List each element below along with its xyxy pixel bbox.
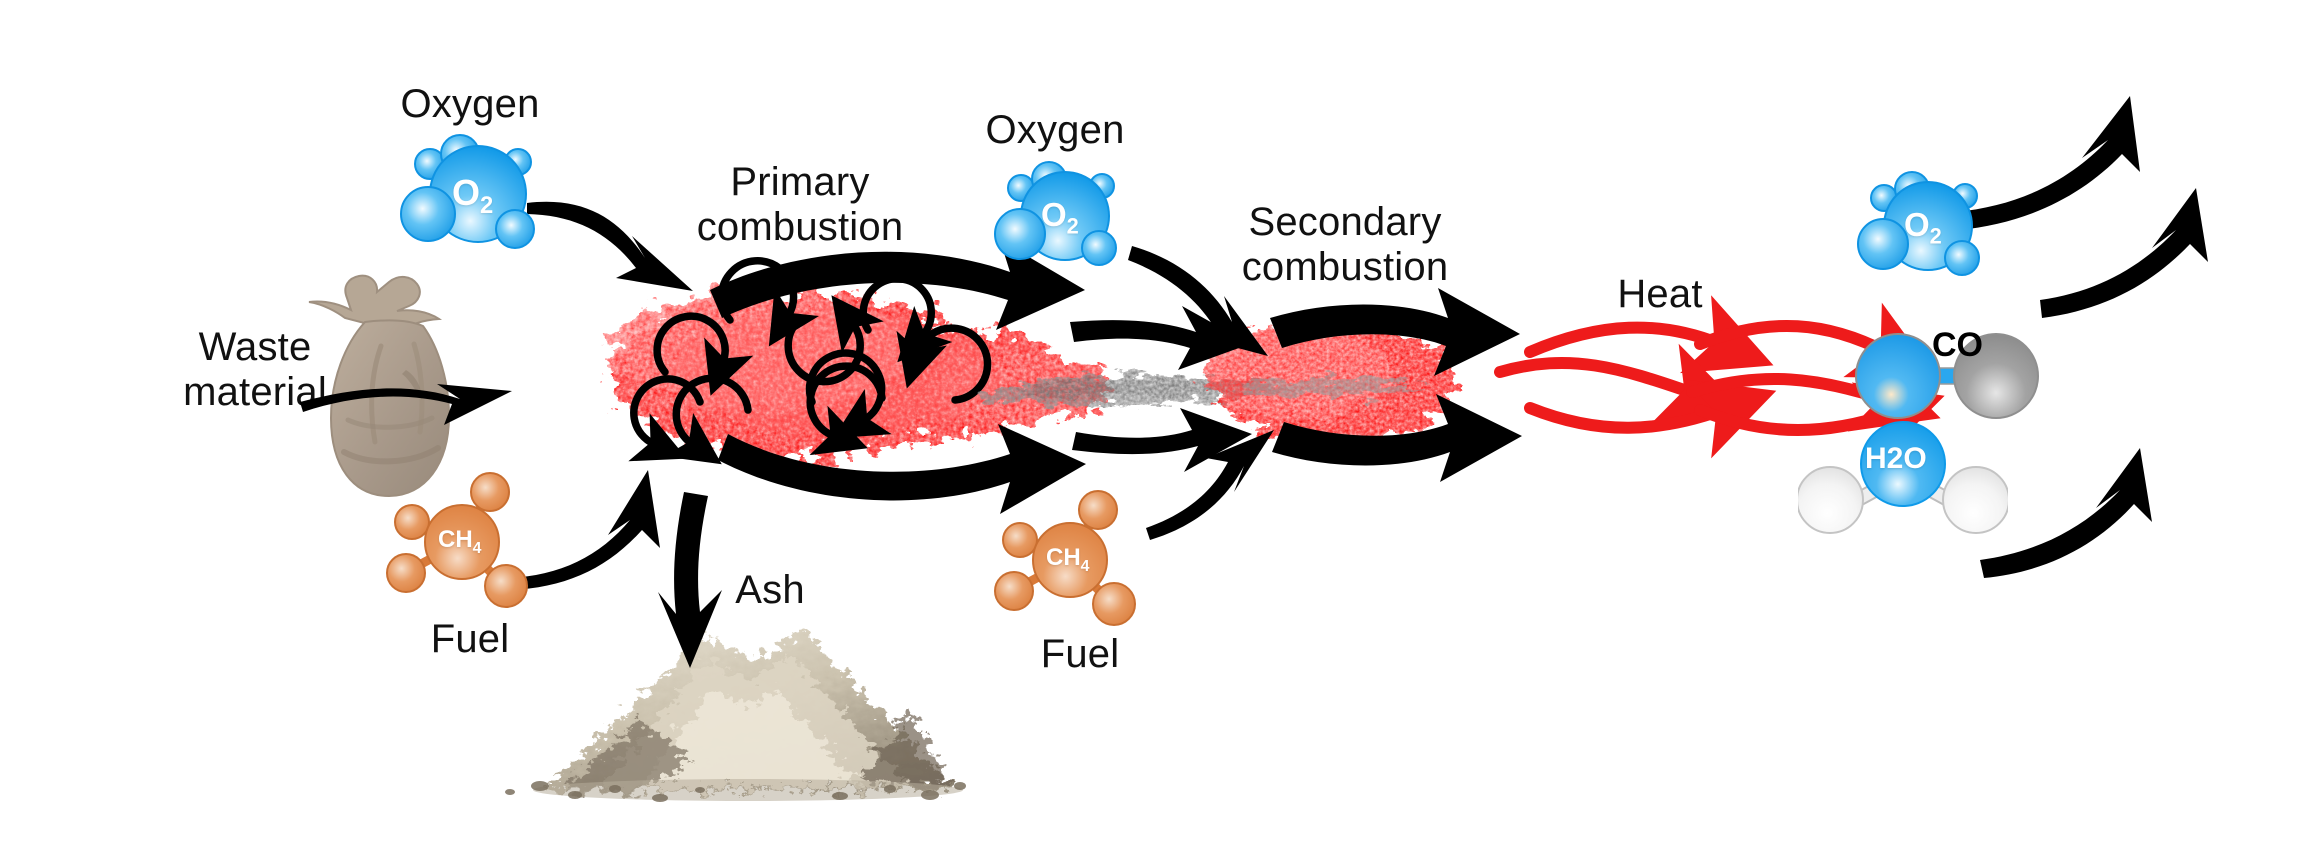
label-oxygen-primary: Oxygen bbox=[400, 82, 540, 126]
label-oxygen-secondary: Oxygen bbox=[985, 108, 1125, 152]
oxygen-formula-label: O2 bbox=[452, 172, 494, 220]
primary-outlet-arrows bbox=[710, 240, 1086, 514]
oxygen-molecule-primary: O2 bbox=[378, 132, 578, 260]
methane-molecule-secondary: CH4 bbox=[990, 488, 1160, 638]
label-primary-combustion: Primary combustion bbox=[696, 160, 904, 250]
oxygen-molecule-secondary: O2 bbox=[975, 158, 1155, 276]
oxygen-molecule-output: O2 bbox=[1838, 168, 2018, 286]
label-fuel-secondary: Fuel bbox=[1040, 632, 1120, 676]
primary-combustion-flame bbox=[610, 292, 1110, 457]
label-fuel-primary: Fuel bbox=[430, 617, 510, 661]
water-formula-label: H2O bbox=[1865, 442, 1927, 475]
secondary-combustion-flame bbox=[1205, 321, 1455, 445]
water-molecule: H2O bbox=[1796, 416, 2010, 536]
flue-gas-smoke bbox=[980, 374, 1300, 406]
methane-formula-label: CH4 bbox=[1046, 544, 1090, 575]
oxygen-formula-label: O2 bbox=[1904, 206, 1942, 249]
label-waste-material: Waste material bbox=[183, 325, 327, 415]
heat-arrows bbox=[1494, 295, 1945, 463]
label-secondary-combustion: Secondary combustion bbox=[1241, 200, 1449, 290]
methane-formula-label: CH4 bbox=[438, 526, 482, 557]
carbon-monoxide-molecule: CO bbox=[1836, 316, 2056, 426]
label-ash: Ash bbox=[735, 568, 805, 612]
label-heat: Heat bbox=[1617, 272, 1703, 316]
methane-molecule-primary: CH4 bbox=[382, 470, 552, 620]
carbon-monoxide-formula-label: CO bbox=[1932, 326, 1983, 364]
turbulence-swirl-arrows bbox=[628, 257, 992, 465]
ash-pile-icon bbox=[505, 628, 966, 802]
oxygen-formula-label: O2 bbox=[1041, 196, 1079, 239]
secondary-outlet-arrows bbox=[1270, 288, 1522, 482]
